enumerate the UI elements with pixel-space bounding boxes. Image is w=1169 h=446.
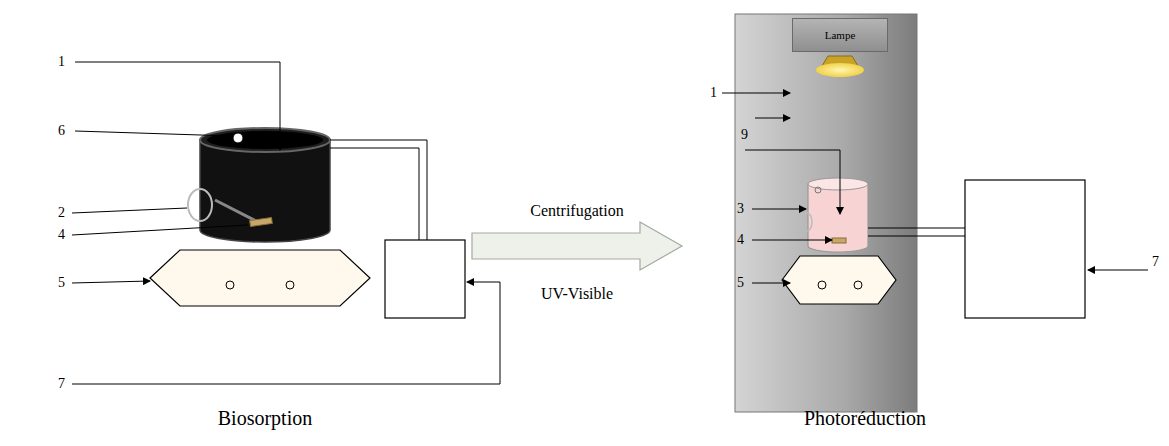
lamp-label: Lampe xyxy=(825,29,856,41)
callout-number: 4 xyxy=(58,228,65,242)
callout-number: 7 xyxy=(1152,255,1159,269)
caption-text: Photoréduction xyxy=(804,408,926,428)
callout-number: 4 xyxy=(737,233,744,247)
callout-number: 6 xyxy=(58,124,65,138)
callout-number: 2 xyxy=(58,206,65,220)
callout-number: 7 xyxy=(58,377,65,391)
process-arrow xyxy=(472,222,682,270)
callout-number: 9 xyxy=(741,128,748,142)
lamp-box: Lampe xyxy=(792,18,888,52)
photoreduction-setup xyxy=(722,14,1148,412)
callout-number: 1 xyxy=(58,55,65,69)
biosorption-setup xyxy=(72,62,500,384)
callout-number: 5 xyxy=(737,276,744,290)
callout-number: 1 xyxy=(710,86,717,100)
callout-number: 5 xyxy=(58,276,65,290)
callout-number: 3 xyxy=(737,202,744,216)
step-label: Centrifugation xyxy=(530,203,623,219)
caption-text: Biosorption xyxy=(218,408,312,428)
step-label: UV-Visible xyxy=(541,286,613,302)
